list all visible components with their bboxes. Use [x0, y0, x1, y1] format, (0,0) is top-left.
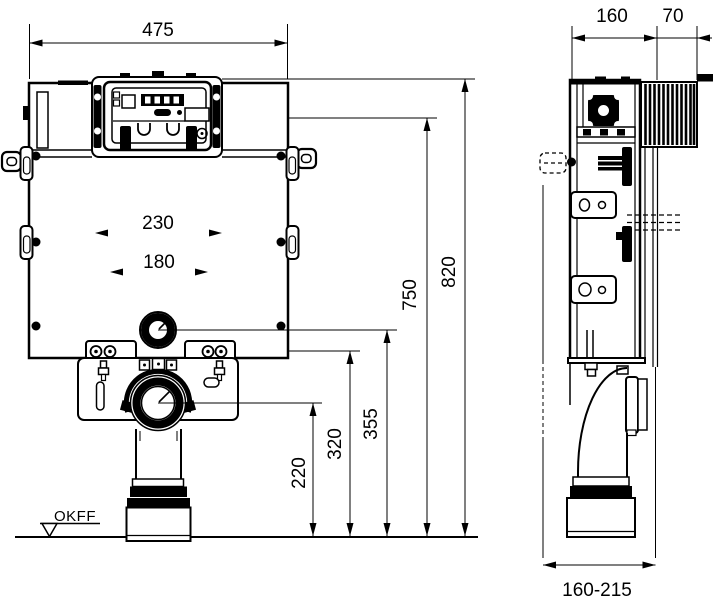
dim-depth-range: 160-215 — [562, 580, 632, 601]
dim-fixing-outer: 230 — [142, 213, 174, 234]
flush-unit — [91, 71, 223, 158]
pipe-socket-side — [566, 497, 636, 538]
dim-drain-height: 220 — [289, 457, 310, 489]
front-view — [0, 24, 475, 542]
floor-level-label: OKFF — [54, 508, 96, 525]
wall-bracket-side — [567, 147, 632, 262]
dimension-labels: 475 230 180 220 320 355 750 820 OKFF 160… — [54, 6, 684, 601]
frame-screws — [31, 151, 286, 331]
bend-end-cap — [697, 74, 713, 82]
dimension-arrows — [29, 34, 710, 569]
level-marker-icon — [40, 522, 59, 539]
wall-brackets — [0, 146, 318, 260]
dim-depth-bend: 70 — [662, 6, 683, 27]
flush-valve-side — [576, 92, 636, 144]
dim-frame-inner-height: 750 — [400, 279, 421, 311]
side-rail-and-plates — [567, 147, 632, 358]
seal-ring-2 — [127, 498, 190, 508]
leader-lines — [158, 329, 397, 404]
dim-width-overall: 475 — [142, 20, 174, 41]
seal-ring — [130, 486, 187, 497]
dim-fixing-inner: 180 — [143, 252, 175, 273]
dim-inlet-height: 355 — [361, 408, 382, 440]
terminal-strip — [141, 94, 184, 106]
bend-protection-sleeve — [640, 74, 713, 148]
dim-overall-height: 820 — [439, 256, 460, 288]
bracket-alt-position — [539, 152, 567, 174]
seal-ring-side — [570, 486, 632, 498]
side-dimension-lines — [542, 26, 712, 566]
hidden-edges — [539, 152, 682, 231]
dim-depth-frame: 160 — [596, 6, 628, 27]
floor-level — [15, 522, 478, 539]
side-view — [539, 26, 713, 566]
drain-elbow-side — [566, 357, 648, 538]
dim-fixing-height: 320 — [325, 428, 346, 460]
top-edge-lug — [58, 80, 88, 85]
corner-slot — [36, 91, 49, 149]
left-edge-lug — [23, 106, 29, 120]
drain-pipe-front — [125, 429, 192, 542]
